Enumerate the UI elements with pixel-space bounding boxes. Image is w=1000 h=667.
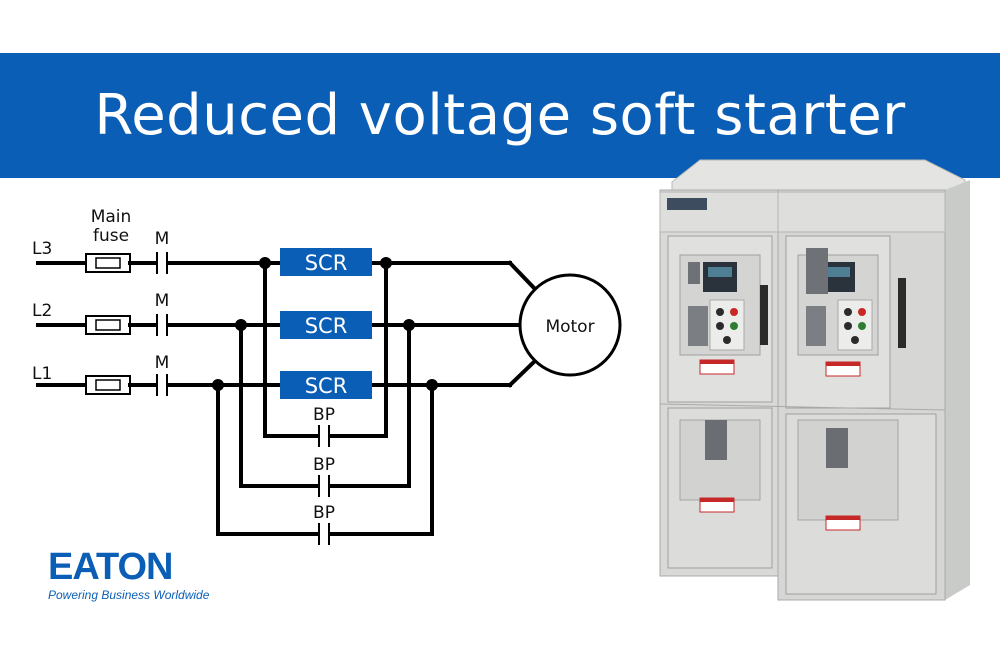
bypass-label-l2: BP: [313, 455, 335, 475]
scr-label-l1: SCR: [305, 374, 348, 398]
motor-symbol: [518, 273, 622, 377]
bypass-loop-l3: [259, 257, 392, 447]
line-label-l3: L3: [32, 239, 52, 259]
line-l1: [36, 357, 539, 396]
line-l2: [36, 314, 522, 336]
title-banner: Reduced voltage soft starter: [0, 53, 1000, 178]
line-label-l1: L1: [32, 364, 52, 384]
motor-label: Motor: [545, 317, 594, 337]
main-fuse-label-line1: Main: [91, 207, 132, 227]
contactor-label-l3: M: [155, 229, 170, 249]
contactor-label-l1: M: [155, 353, 170, 373]
eaton-tagline: Powering Business Worldwide: [48, 588, 210, 602]
eaton-logo: EATON Powering Business Worldwide: [48, 548, 209, 602]
page-title: Reduced voltage soft starter: [94, 83, 906, 148]
bypass-loop-l1: [212, 379, 438, 545]
bypass-label-l1: BP: [313, 503, 335, 523]
scr-block-l2: [280, 311, 372, 339]
contactor-label-l2: M: [155, 291, 170, 311]
switchgear-cabinet-image: [659, 159, 970, 601]
scr-label-l2: SCR: [305, 314, 348, 338]
line-label-l2: L2: [32, 301, 52, 321]
scr-block-l1: [280, 371, 372, 399]
eaton-wordmark: EATON: [48, 546, 174, 588]
bypass-loop-l2: [235, 319, 415, 497]
scr-label-l3: SCR: [305, 251, 348, 275]
scr-block-l3: [280, 248, 372, 276]
bypass-label-l3: BP: [313, 405, 335, 425]
main-fuse-label-line2: fuse: [93, 226, 129, 246]
